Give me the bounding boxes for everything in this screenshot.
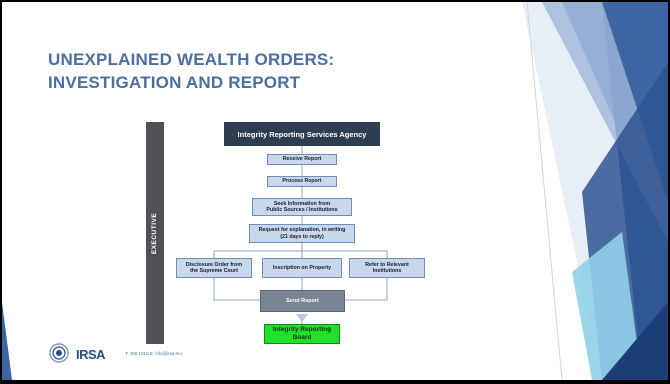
receive-report-box: Receive Report xyxy=(267,154,337,165)
request-explanation-line-2: (21 days to reply) xyxy=(280,233,324,240)
slide: UNEXPLAINED WEALTH ORDERS: INVESTIGATION… xyxy=(2,2,668,380)
request-explanation-line-1: Request for explanation, in writing xyxy=(258,227,346,233)
request-explanation-box: Request for explanation, in writing (21 … xyxy=(249,224,355,243)
seek-information-box: Seek Information from Public Sources / I… xyxy=(252,198,352,216)
seek-information-line-1: Seek Information from xyxy=(273,200,331,207)
process-report-box: Process Report xyxy=(267,176,337,187)
send-report-box: Send Report xyxy=(260,290,345,312)
board-line-2: Board xyxy=(292,334,312,341)
integrity-reporting-board-box: Integrity Reporting Board xyxy=(264,324,340,344)
refer-institutions-box: Refer to Relevant Institutions xyxy=(349,258,425,278)
disclosure-order-line-2: the Supreme Court xyxy=(190,268,238,274)
slide-title-line-1: UNEXPLAINED WEALTH ORDERS: xyxy=(48,50,335,69)
flowchart-connectors xyxy=(213,146,388,324)
slide-title: UNEXPLAINED WEALTH ORDERS: INVESTIGATION… xyxy=(48,48,334,94)
slide-title-line-2: INVESTIGATION AND REPORT xyxy=(48,73,301,92)
disclosure-order-box: Disclosure Order from the Supreme Court xyxy=(176,258,252,278)
executive-label: EXECUTIVE xyxy=(151,212,159,254)
inscription-on-property-box: Inscription on Property xyxy=(262,258,342,278)
refer-institutions-line-1: Refer to Relevant xyxy=(365,261,409,268)
disclosure-order-line-1: Disclosure Order from xyxy=(185,261,243,268)
refer-institutions-line-2: Institutions xyxy=(372,268,402,274)
decorative-background-shapes xyxy=(2,2,668,380)
agency-header-box: Integrity Reporting Services Agency xyxy=(224,122,380,146)
logo-text: IRSA xyxy=(76,347,106,362)
footer-contact: T: 460 1010 E: info@irsa.mu xyxy=(125,351,182,356)
irsa-logo-icon xyxy=(49,343,69,363)
board-line-1: Integrity Reporting xyxy=(272,326,332,333)
seek-information-line-2: Public Sources / Institutions xyxy=(266,207,338,213)
executive-side-bar: EXECUTIVE xyxy=(146,122,164,344)
